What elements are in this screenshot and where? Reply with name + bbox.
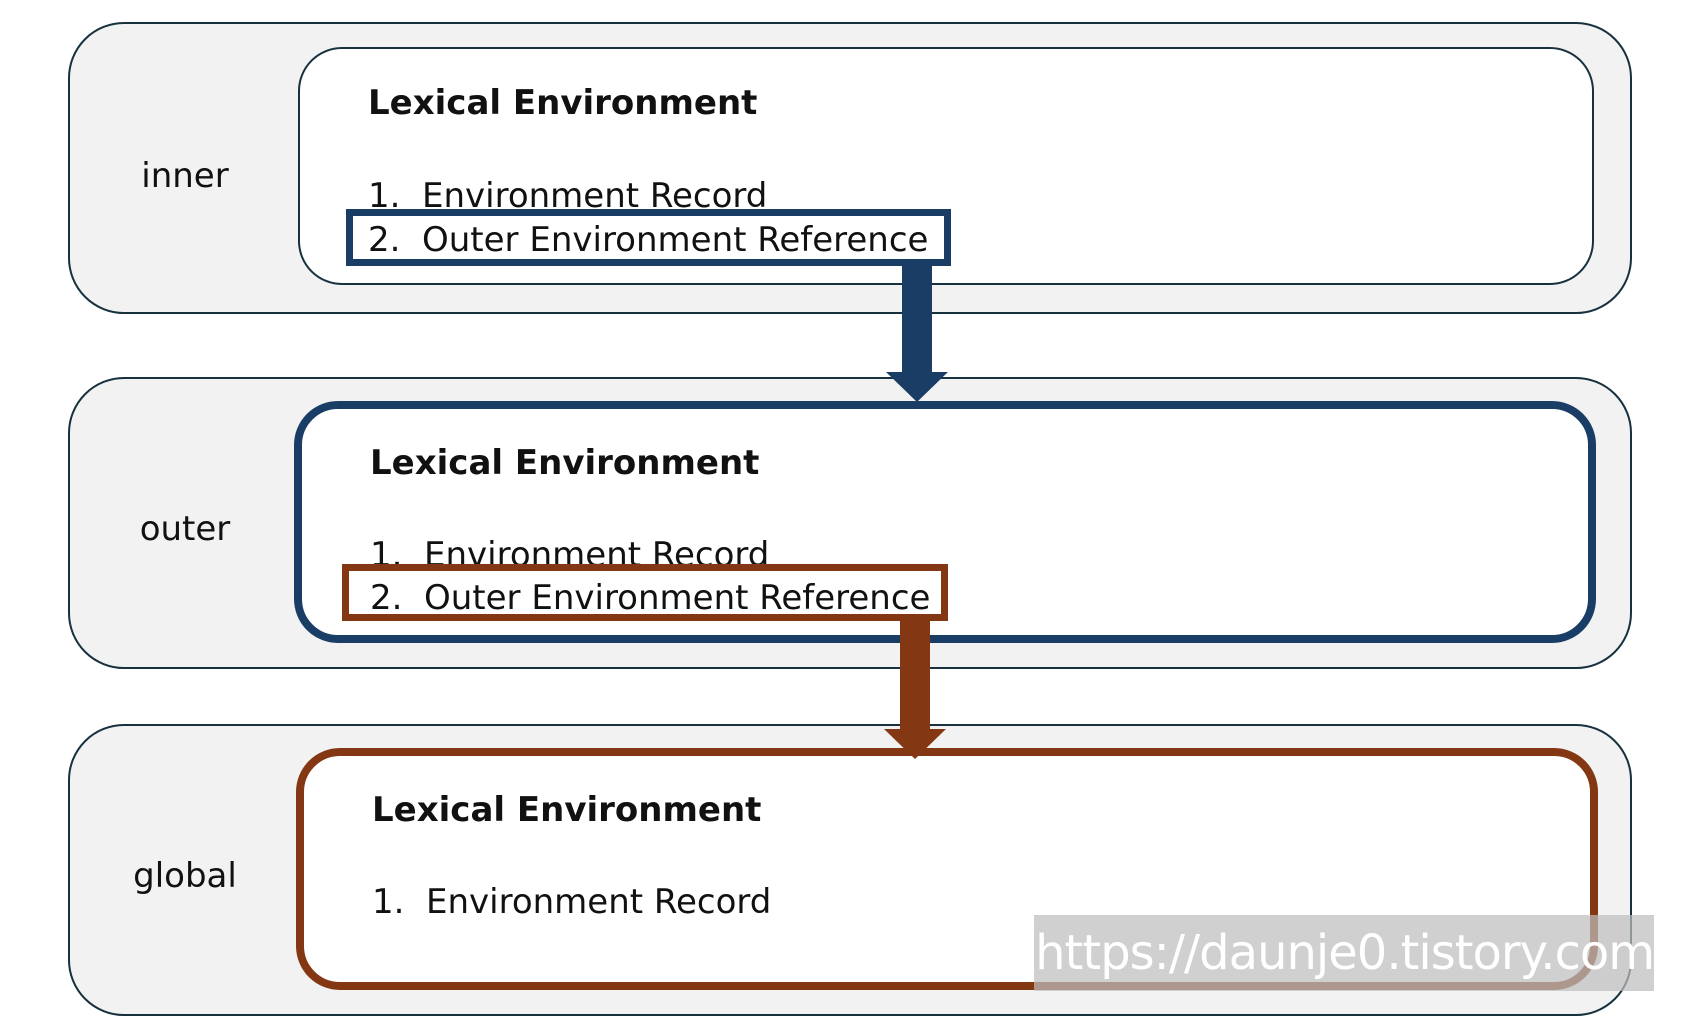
item-number: 1. [372, 882, 405, 922]
item-number: 2. [368, 220, 401, 260]
item-text: Outer Environment Reference [422, 220, 929, 260]
lexical-environment-title: Lexical Environment [370, 443, 760, 483]
outer-reference-highlight-outer [342, 564, 948, 621]
outer-reference-item: 2. Outer Environment Reference [368, 220, 928, 260]
frame-global: global Lexical Environment 1. Environment… [68, 724, 1632, 1016]
frame-outer: outer Lexical Environment 1.Environment … [68, 377, 1632, 669]
frame-label-global: global [133, 856, 237, 896]
arrow-outer-to-global-shape [884, 619, 946, 759]
outer-reference-highlight-inner [346, 209, 951, 266]
environment-record-item: 1. Environment Record [372, 882, 771, 922]
arrow-inner-to-outer-shape [886, 264, 948, 402]
frame-label-inner: inner [141, 156, 229, 196]
lexical-environment-title: Lexical Environment [372, 790, 762, 830]
watermark: https://daunje0.tistory.com [1034, 915, 1654, 991]
frame-inner: inner Lexical Environment 1.Environment … [68, 22, 1632, 314]
lexical-environment-title: Lexical Environment [368, 83, 758, 123]
outer-reference-item: 2. Outer Environment Reference [370, 578, 930, 618]
lexical-environment-box-global: Lexical Environment 1. Environment Record [296, 748, 1598, 990]
item-text: Environment Record [426, 882, 772, 922]
arrow-inner-to-outer [886, 264, 948, 402]
arrow-outer-to-global [884, 619, 946, 759]
frame-label-outer: outer [139, 509, 231, 549]
item-number: 2. [370, 578, 403, 618]
item-text: Outer Environment Reference [424, 578, 931, 618]
